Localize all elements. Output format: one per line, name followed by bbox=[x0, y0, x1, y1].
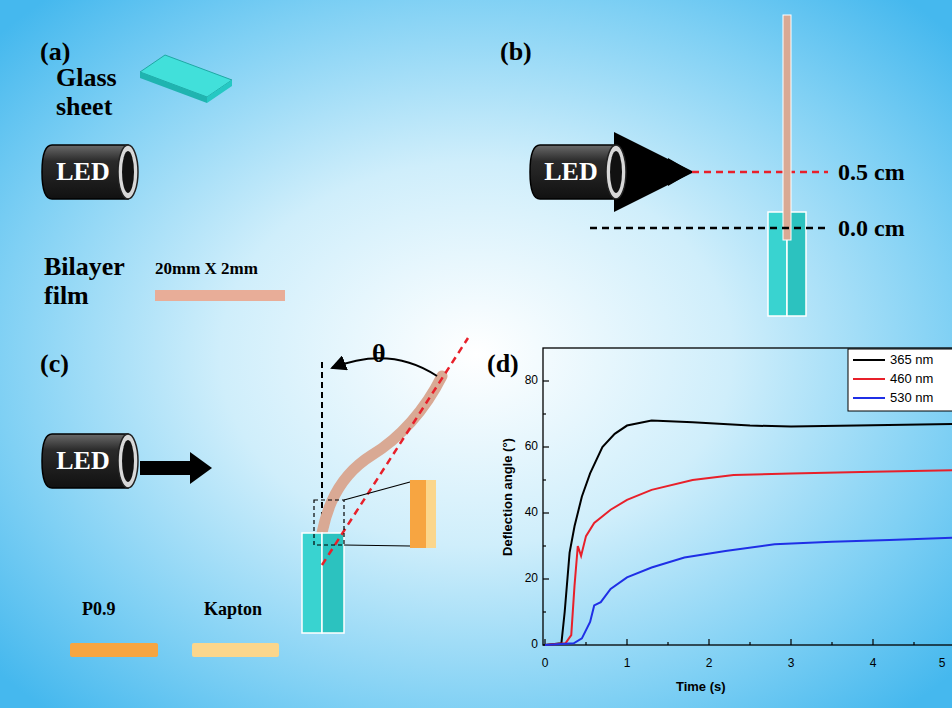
legend-label: 460 nm bbox=[890, 371, 933, 386]
part-name: Bilayer film bbox=[44, 253, 144, 310]
part-name: Glass sheet bbox=[56, 64, 136, 121]
led-source: LED bbox=[528, 143, 628, 201]
data-curve bbox=[545, 421, 952, 645]
tick-label: 2 bbox=[706, 657, 713, 670]
led-source: LED bbox=[40, 143, 140, 201]
data-curve bbox=[545, 538, 952, 645]
tick-label: 0 bbox=[531, 638, 538, 651]
led-label: LED bbox=[528, 143, 628, 201]
dimension: 20mm X 2mm bbox=[155, 260, 258, 279]
axis-title: Time (s) bbox=[676, 680, 726, 694]
p-layer-bar bbox=[70, 643, 158, 657]
led-source: LED bbox=[40, 432, 140, 490]
legend-swatch bbox=[853, 359, 885, 361]
light-arrow bbox=[140, 452, 212, 484]
legend-swatch bbox=[853, 378, 885, 380]
axis-ticks bbox=[543, 381, 952, 645]
legend-swatch bbox=[853, 397, 885, 399]
led-label: LED bbox=[40, 143, 140, 201]
tick-label: 5 bbox=[939, 657, 946, 670]
tick-label: 80 bbox=[525, 374, 538, 387]
led-label: LED bbox=[40, 432, 140, 490]
bilayer-inset bbox=[410, 480, 436, 548]
glass-sheet bbox=[140, 55, 232, 103]
legend-box bbox=[848, 349, 952, 411]
dimension: 0.0 cm bbox=[838, 215, 905, 241]
legend-label: 365 nm bbox=[890, 352, 933, 367]
panel-letter: (a) bbox=[40, 38, 70, 67]
film-strip bbox=[155, 290, 285, 301]
panel-letter: (c) bbox=[40, 350, 69, 379]
dimension: 0.5 cm bbox=[838, 159, 905, 185]
material-name: P0.9 bbox=[82, 600, 116, 620]
panel-letter: (d) bbox=[487, 350, 519, 379]
kapton-bar bbox=[192, 643, 279, 657]
chart-frame bbox=[543, 348, 952, 645]
film-strip bbox=[783, 15, 791, 240]
tick-label: 3 bbox=[788, 657, 795, 670]
clamp bbox=[302, 533, 344, 633]
tick-label: 40 bbox=[525, 506, 538, 519]
red-dashed-line bbox=[322, 338, 468, 565]
zoom-line bbox=[344, 482, 410, 500]
angle-symbol: θ bbox=[372, 340, 386, 369]
zoom-box bbox=[314, 500, 344, 545]
curves bbox=[545, 421, 952, 645]
tick-label: 1 bbox=[624, 657, 631, 670]
material-name: Kapton bbox=[204, 600, 262, 620]
legend-label: 530 nm bbox=[890, 390, 933, 405]
panel-letter: (b) bbox=[500, 38, 532, 67]
tick-label: 4 bbox=[870, 657, 877, 670]
tick-label: 60 bbox=[525, 440, 538, 453]
arrow-head bbox=[668, 158, 692, 186]
data-curve bbox=[545, 470, 952, 645]
black-dashed-line bbox=[590, 227, 828, 230]
zoom-line bbox=[344, 545, 410, 546]
tick-label: 20 bbox=[525, 572, 538, 585]
axis-title: Deflection angle (°) bbox=[501, 438, 515, 556]
red-dashed-line bbox=[692, 171, 828, 174]
tick-label: 0 bbox=[542, 657, 549, 670]
